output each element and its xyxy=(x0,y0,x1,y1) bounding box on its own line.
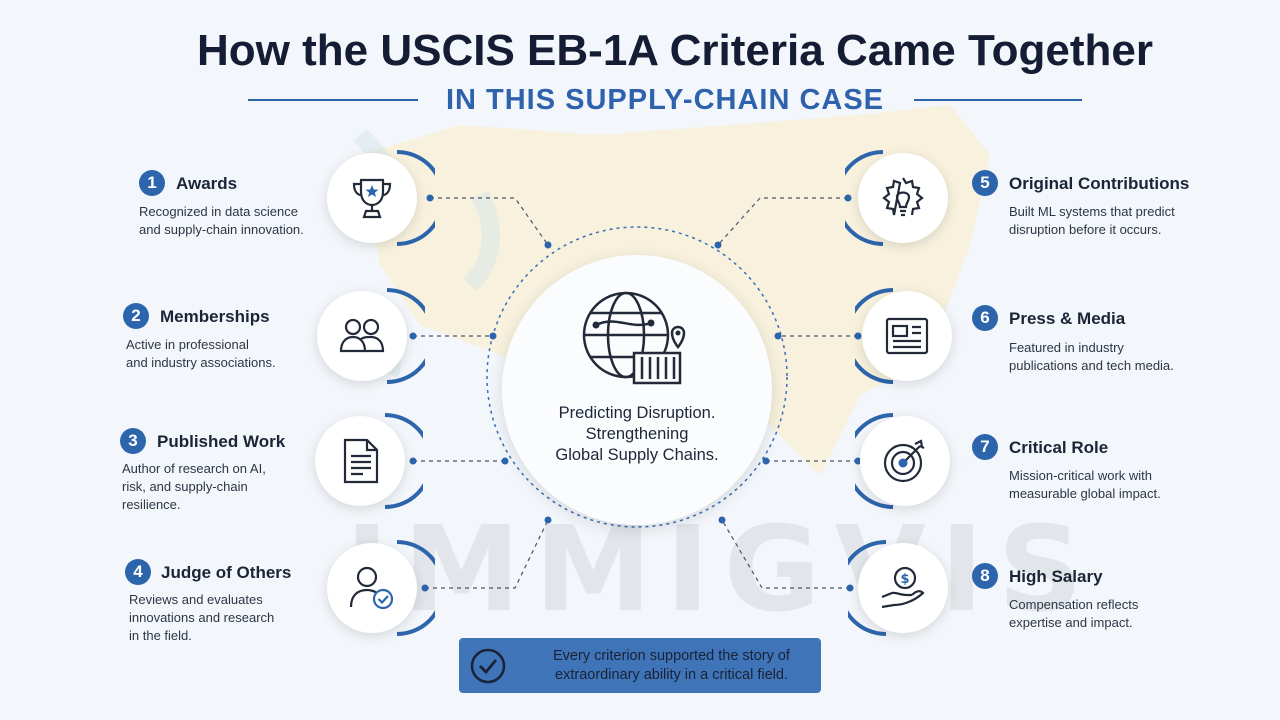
criterion-label-5: Original Contributions xyxy=(1009,174,1190,193)
criterion-desc-7-line-2: measurable global impact. xyxy=(1009,486,1161,501)
criterion-number-4: 4 xyxy=(125,559,151,585)
arc-3 xyxy=(384,413,423,509)
criterion-desc-8-line-1: Compensation reflects xyxy=(1009,597,1139,612)
criterion-icon-circle-5 xyxy=(858,153,948,243)
criterion-number-1: 1 xyxy=(139,170,165,196)
center-line-2: Strengthening xyxy=(585,425,689,443)
criterion-label-3: Published Work xyxy=(157,432,286,451)
criterion-icon-circle-2 xyxy=(317,291,407,381)
page-subtitle: IN THIS SUPPLY-CHAIN CASE xyxy=(445,84,885,116)
criterion-number-3: 3 xyxy=(120,428,146,454)
target-icon xyxy=(883,439,925,483)
subtitle-bar: IN THIS SUPPLY-CHAIN CASE xyxy=(248,84,1082,118)
criterion-desc-5: Built ML systems that predict disruption… xyxy=(1009,203,1175,239)
criterion-label-2: Memberships xyxy=(160,307,270,326)
criterion-desc-3: Author of research on AI, risk, and supp… xyxy=(122,460,266,514)
watermark: IMMIGVIS xyxy=(345,500,1097,638)
center-hub: Predicting Disruption. Strengthening Glo… xyxy=(502,255,772,525)
criterion-icon-circle-8: $ xyxy=(858,543,948,633)
criterion-label-4: Judge of Others xyxy=(161,563,292,582)
people-icon xyxy=(339,318,385,353)
criterion-desc-2: Active in professional and industry asso… xyxy=(126,336,276,372)
center-tagline: Predicting Disruption. Strengthening Glo… xyxy=(522,403,752,466)
arc-2 xyxy=(386,288,425,384)
criterion-desc-5-line-2: disruption before it occurs. xyxy=(1009,222,1162,237)
trophy-icon xyxy=(352,178,392,219)
criterion-icon-circle-6 xyxy=(862,291,952,381)
banner-line-1: Every criterion supported the story of xyxy=(553,648,790,664)
criterion-desc-4: Reviews and evaluates innovations and re… xyxy=(129,591,274,645)
criterion-label-8: High Salary xyxy=(1009,567,1103,586)
hand-dollar-icon: $ xyxy=(881,566,925,609)
svg-text:$: $ xyxy=(900,572,909,587)
arc-7 xyxy=(855,413,894,509)
criterion-desc-8: Compensation reflects expertise and impa… xyxy=(1009,596,1138,632)
summary-banner: Every criterion supported the story of e… xyxy=(459,638,821,693)
criterion-desc-7-line-1: Mission-critical work with xyxy=(1009,468,1153,483)
check-circle-icon xyxy=(470,648,506,684)
criterion-desc-5-line-1: Built ML systems that predict xyxy=(1009,204,1175,219)
criterion-icon-circle-7 xyxy=(860,416,950,506)
criterion-desc-6-line-2: publications and tech media. xyxy=(1009,358,1174,373)
criterion-icon-circle-4 xyxy=(327,543,417,633)
criterion-desc-6: Featured in industry publications and te… xyxy=(1009,339,1174,375)
user-check-icon xyxy=(349,566,394,610)
criterion-desc-3-line-1: Author of research on AI, xyxy=(122,461,266,476)
globe-supply-chain-icon xyxy=(582,291,686,385)
criterion-desc-4-line-3: in the field. xyxy=(129,628,192,643)
criterion-number-8: 8 xyxy=(972,563,998,589)
arc-4 xyxy=(396,540,435,636)
criterion-icon-circle-3 xyxy=(315,416,405,506)
gear-bulb-icon xyxy=(882,177,924,217)
center-line-3: Global Supply Chains. xyxy=(555,446,719,464)
arc-5 xyxy=(845,150,884,246)
criterion-desc-1: Recognized in data science and supply-ch… xyxy=(139,203,304,239)
criterion-desc-2-line-1: Active in professional xyxy=(126,337,249,352)
criterion-desc-1-line-1: Recognized in data science xyxy=(139,204,298,219)
criterion-number-6: 6 xyxy=(972,305,998,331)
newspaper-icon xyxy=(885,317,929,355)
subtitle-rule-right xyxy=(914,99,1082,101)
criterion-desc-6-line-1: Featured in industry xyxy=(1009,340,1124,355)
document-icon xyxy=(343,438,379,484)
criterion-desc-3-line-3: resilience. xyxy=(122,497,181,512)
arc-1 xyxy=(396,150,435,246)
page-title: How the USCIS EB-1A Criteria Came Togeth… xyxy=(197,26,1153,75)
criterion-label-1: Awards xyxy=(176,174,238,193)
criterion-desc-1-line-2: and supply-chain innovation. xyxy=(139,222,304,237)
center-line-1: Predicting Disruption. xyxy=(558,404,716,422)
arc-6 xyxy=(855,288,894,384)
criterion-number-5: 5 xyxy=(972,170,998,196)
criterion-desc-4-line-2: innovations and research xyxy=(129,610,275,625)
banner-text: Every criterion supported the story of e… xyxy=(529,647,814,685)
criterion-icon-circle-1 xyxy=(327,153,417,243)
criterion-desc-7: Mission-critical work with measurable gl… xyxy=(1009,467,1161,503)
banner-line-2: extraordinary ability in a critical fiel… xyxy=(555,667,788,683)
criterion-desc-3-line-2: risk, and supply-chain xyxy=(122,479,248,494)
arc-8 xyxy=(848,540,887,636)
criterion-number-7: 7 xyxy=(972,434,998,460)
criterion-label-6: Press & Media xyxy=(1009,309,1126,328)
criterion-desc-4-line-1: Reviews and evaluates xyxy=(129,592,263,607)
criterion-label-7: Critical Role xyxy=(1009,438,1109,457)
criterion-number-2: 2 xyxy=(123,303,149,329)
criterion-desc-2-line-2: and industry associations. xyxy=(126,355,276,370)
subtitle-rule-left xyxy=(248,99,418,101)
criterion-desc-8-line-2: expertise and impact. xyxy=(1009,615,1133,630)
